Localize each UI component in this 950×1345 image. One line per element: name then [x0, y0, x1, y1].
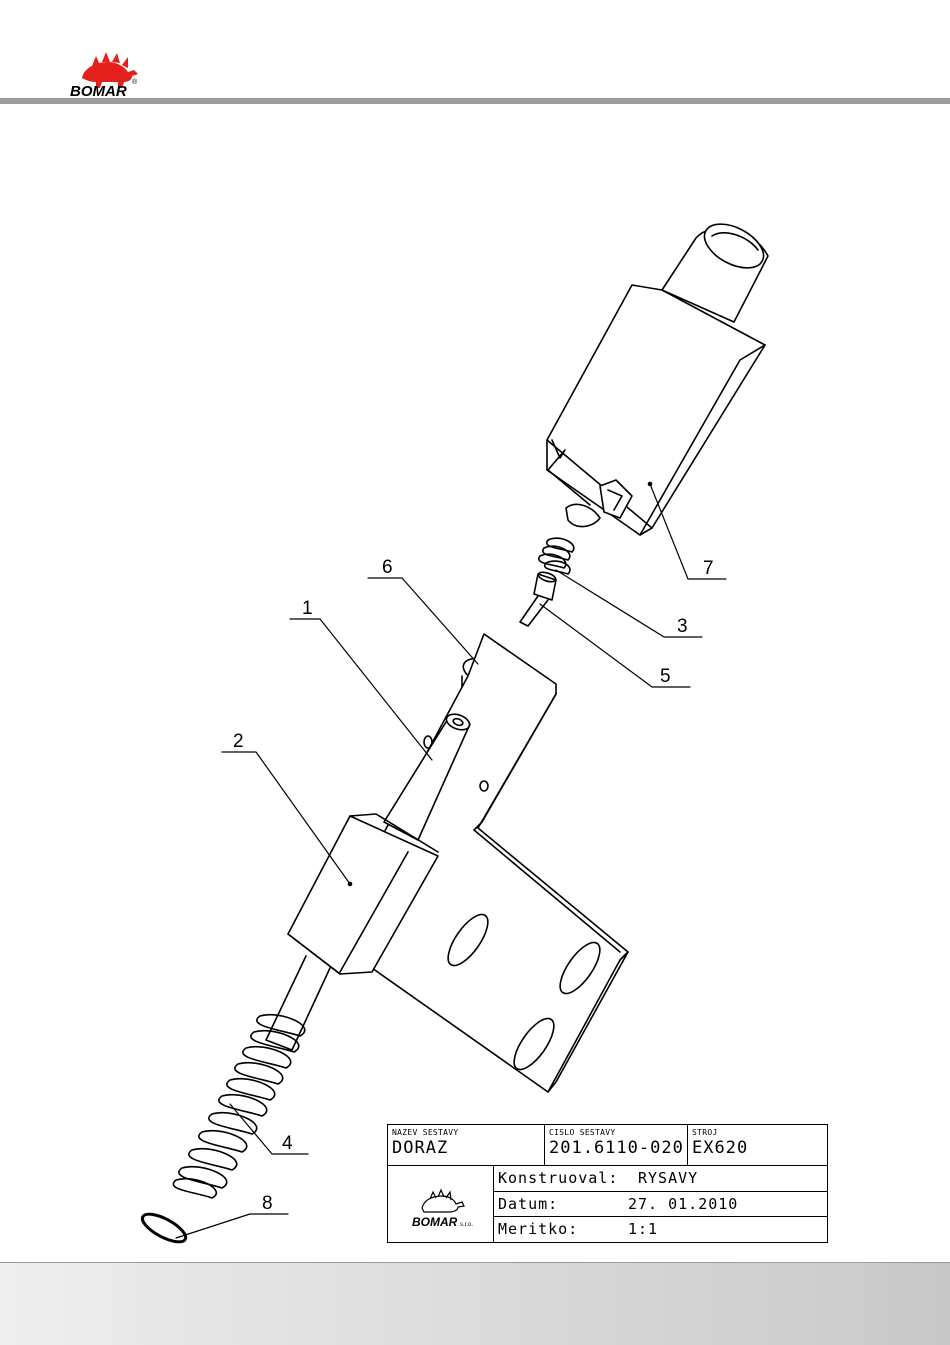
assembly-number-cell: CISLO SESTAVY 201.6110-020: [545, 1125, 688, 1166]
small-logo-suffix: s.r.o.: [460, 1222, 473, 1228]
footer-band: [0, 1262, 950, 1345]
callout-6: 6: [382, 557, 393, 578]
part-3-small-spring: [539, 538, 574, 574]
small-logo-wordmark: BOMAR: [412, 1215, 458, 1229]
title-block-logo-cell: BOMAR s.r.o.: [388, 1166, 494, 1242]
leader-1: [290, 619, 432, 760]
scale-label: Meritko:: [498, 1217, 578, 1241]
callout-1: 1: [302, 598, 313, 619]
assembly-number-label: CISLO SESTAVY: [549, 1128, 616, 1137]
callout-7: 7: [703, 558, 714, 579]
part-5-screw: [520, 570, 557, 626]
machine-cell: STROJ EX620: [688, 1125, 827, 1166]
assembly-name-cell: NAZEV SESTAVY DORAZ: [388, 1125, 545, 1166]
designer-label: Konstruoval:: [498, 1166, 618, 1190]
scale-row: Meritko: 1:1: [494, 1217, 827, 1242]
assembly-number: 201.6110-020: [549, 1138, 684, 1158]
small-dinosaur-icon: [422, 1190, 464, 1212]
callout-5: 5: [660, 666, 671, 687]
callout-2: 2: [233, 731, 244, 752]
callout-8: 8: [262, 1193, 273, 1214]
callout-3: 3: [677, 616, 688, 637]
title-block: NAZEV SESTAVY DORAZ CISLO SESTAVY 201.61…: [387, 1124, 828, 1243]
part-4-large-spring: [173, 1015, 304, 1198]
date: 27. 01.2010: [628, 1192, 738, 1216]
scale: 1:1: [628, 1217, 658, 1241]
leader-4: [230, 1104, 308, 1154]
machine-label: STROJ: [692, 1128, 718, 1137]
leader-6: [368, 578, 478, 664]
date-row: Datum: 27. 01.2010: [494, 1192, 827, 1217]
designer-row: Konstruoval: RYSAVY: [494, 1166, 827, 1192]
bomar-small-logo: BOMAR s.r.o.: [388, 1166, 494, 1242]
part-8-ring: [139, 1209, 190, 1247]
assembly-name: DORAZ: [392, 1138, 448, 1158]
machine: EX620: [692, 1138, 748, 1158]
callout-4: 4: [282, 1133, 293, 1154]
designer: RYSAVY: [638, 1166, 698, 1190]
leader-8: [176, 1214, 288, 1238]
assembly-name-label: NAZEV SESTAVY: [392, 1128, 459, 1137]
date-label: Datum:: [498, 1192, 558, 1216]
